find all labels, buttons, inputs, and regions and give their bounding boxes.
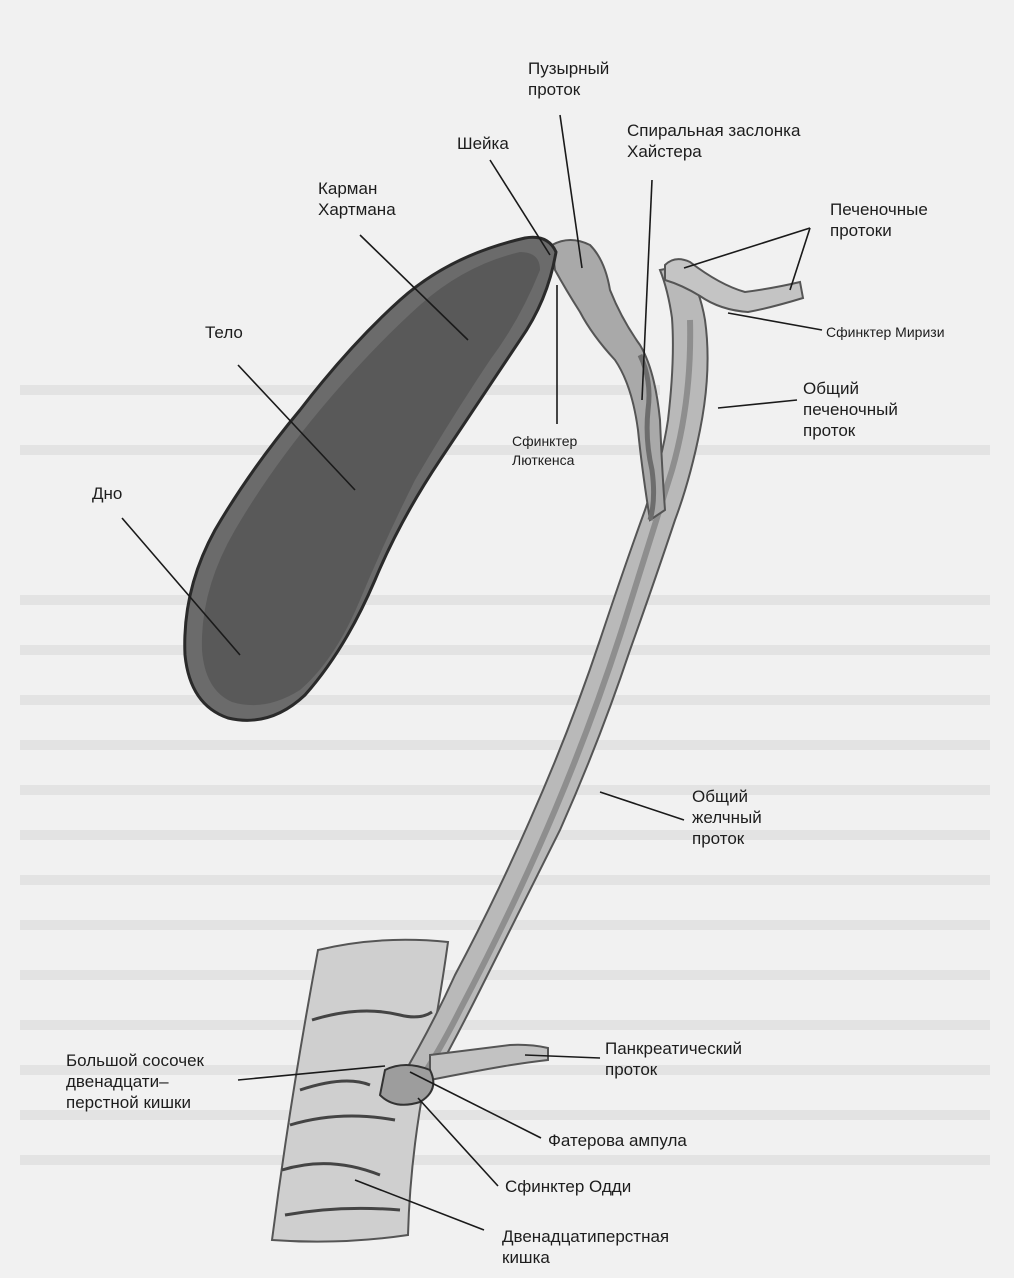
label-pancreatic-duct: Панкреатический проток [605, 1038, 742, 1080]
label-major-papilla: Большой сосочек двенадцати– перстной киш… [66, 1050, 204, 1113]
label-oddi-sphincter: Сфинктер Одди [505, 1176, 631, 1197]
label-heister-valve: Спиральная заслонка Хайстера [627, 120, 800, 162]
leader-mirizzi [728, 313, 822, 330]
vater-ampulla-shape [380, 1065, 433, 1105]
leader-oddi [418, 1098, 498, 1186]
label-body: Тело [205, 322, 243, 343]
leader-hepatic-1 [684, 228, 810, 268]
label-lutkens-sphincter: Сфинктер Люткенса [512, 432, 577, 470]
leader-common-hepatic [718, 400, 797, 408]
label-mirizzi-sphincter: Сфинктер Миризи [826, 323, 945, 342]
label-common-bile-duct: Общий желчный проток [692, 786, 762, 849]
label-neck: Шейка [457, 133, 509, 154]
label-hepatic-ducts: Печеночные протоки [830, 199, 928, 241]
leader-hepatic-2 [790, 228, 810, 290]
label-fundus: Дно [92, 483, 122, 504]
leader-common-bile [600, 792, 684, 820]
leader-ampulla [410, 1072, 541, 1138]
label-duodenum: Двенадцатиперстная кишка [502, 1226, 669, 1268]
label-common-hepatic-duct: Общий печеночный проток [803, 378, 898, 441]
label-hartmann-pouch: Карман Хартмана [318, 178, 396, 220]
label-vater-ampulla: Фатерова ампула [548, 1130, 687, 1151]
label-cystic-duct: Пузырный проток [528, 58, 609, 100]
